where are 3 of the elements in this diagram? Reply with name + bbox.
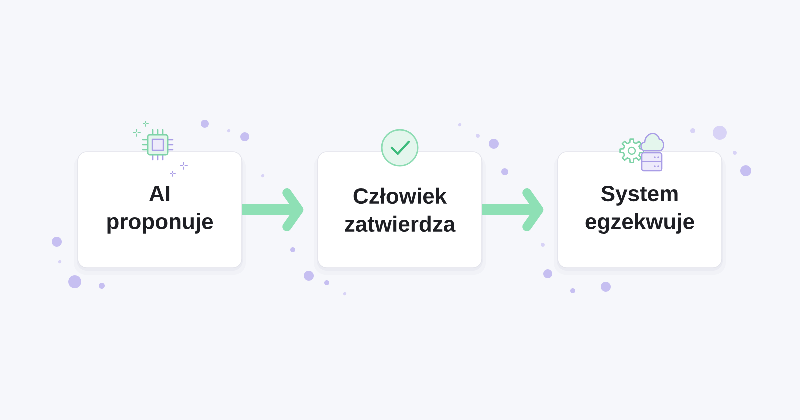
process-box: Człowiek zatwierdza — [314, 152, 486, 275]
process-box: AI proponuje — [74, 152, 246, 275]
process-box: System egzekwuje — [554, 152, 726, 275]
